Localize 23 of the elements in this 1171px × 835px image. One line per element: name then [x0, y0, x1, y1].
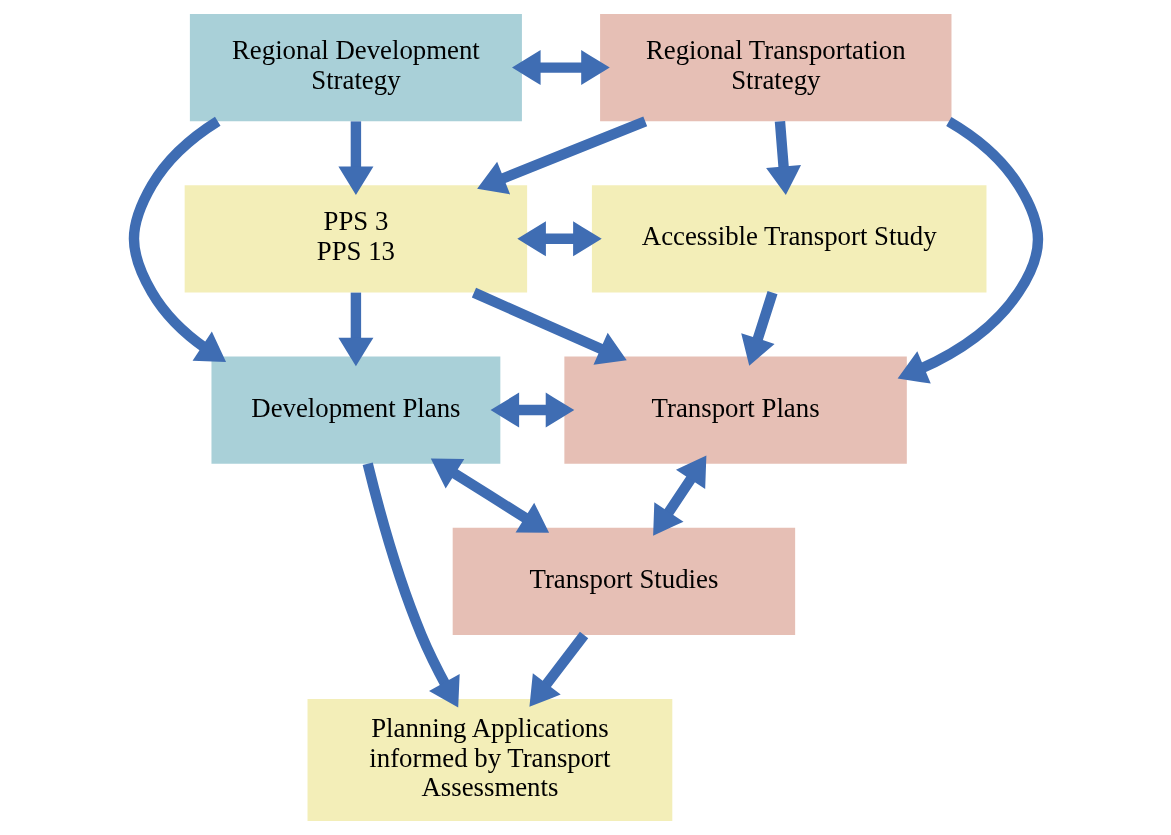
node-box: Transport Studies — [452, 527, 795, 635]
node-box: Development Plans — [210, 356, 500, 464]
arrow — [471, 287, 627, 365]
arrow — [476, 116, 647, 195]
node-box: PPS 3 PPS 13 — [184, 185, 527, 293]
node-box: Accessible Transport Study — [591, 185, 986, 293]
arrow — [337, 292, 373, 367]
arrow — [430, 458, 549, 533]
arrow — [337, 121, 373, 196]
arrow — [128, 116, 226, 362]
node-box: Regional Transportation Strategy — [599, 14, 951, 122]
arrow — [362, 462, 460, 708]
arrow — [490, 392, 574, 428]
node-box: Regional Development Strategy — [189, 14, 522, 122]
arrow — [511, 50, 610, 86]
arrow — [765, 120, 801, 195]
arrow — [516, 221, 602, 257]
arrow — [652, 455, 706, 536]
node-box: Transport Plans — [563, 356, 907, 464]
arrow — [897, 117, 1043, 384]
node-box: Planning Applications informed by Transport Assessments — [307, 698, 672, 821]
arrow — [528, 631, 588, 707]
arrow — [740, 291, 777, 366]
